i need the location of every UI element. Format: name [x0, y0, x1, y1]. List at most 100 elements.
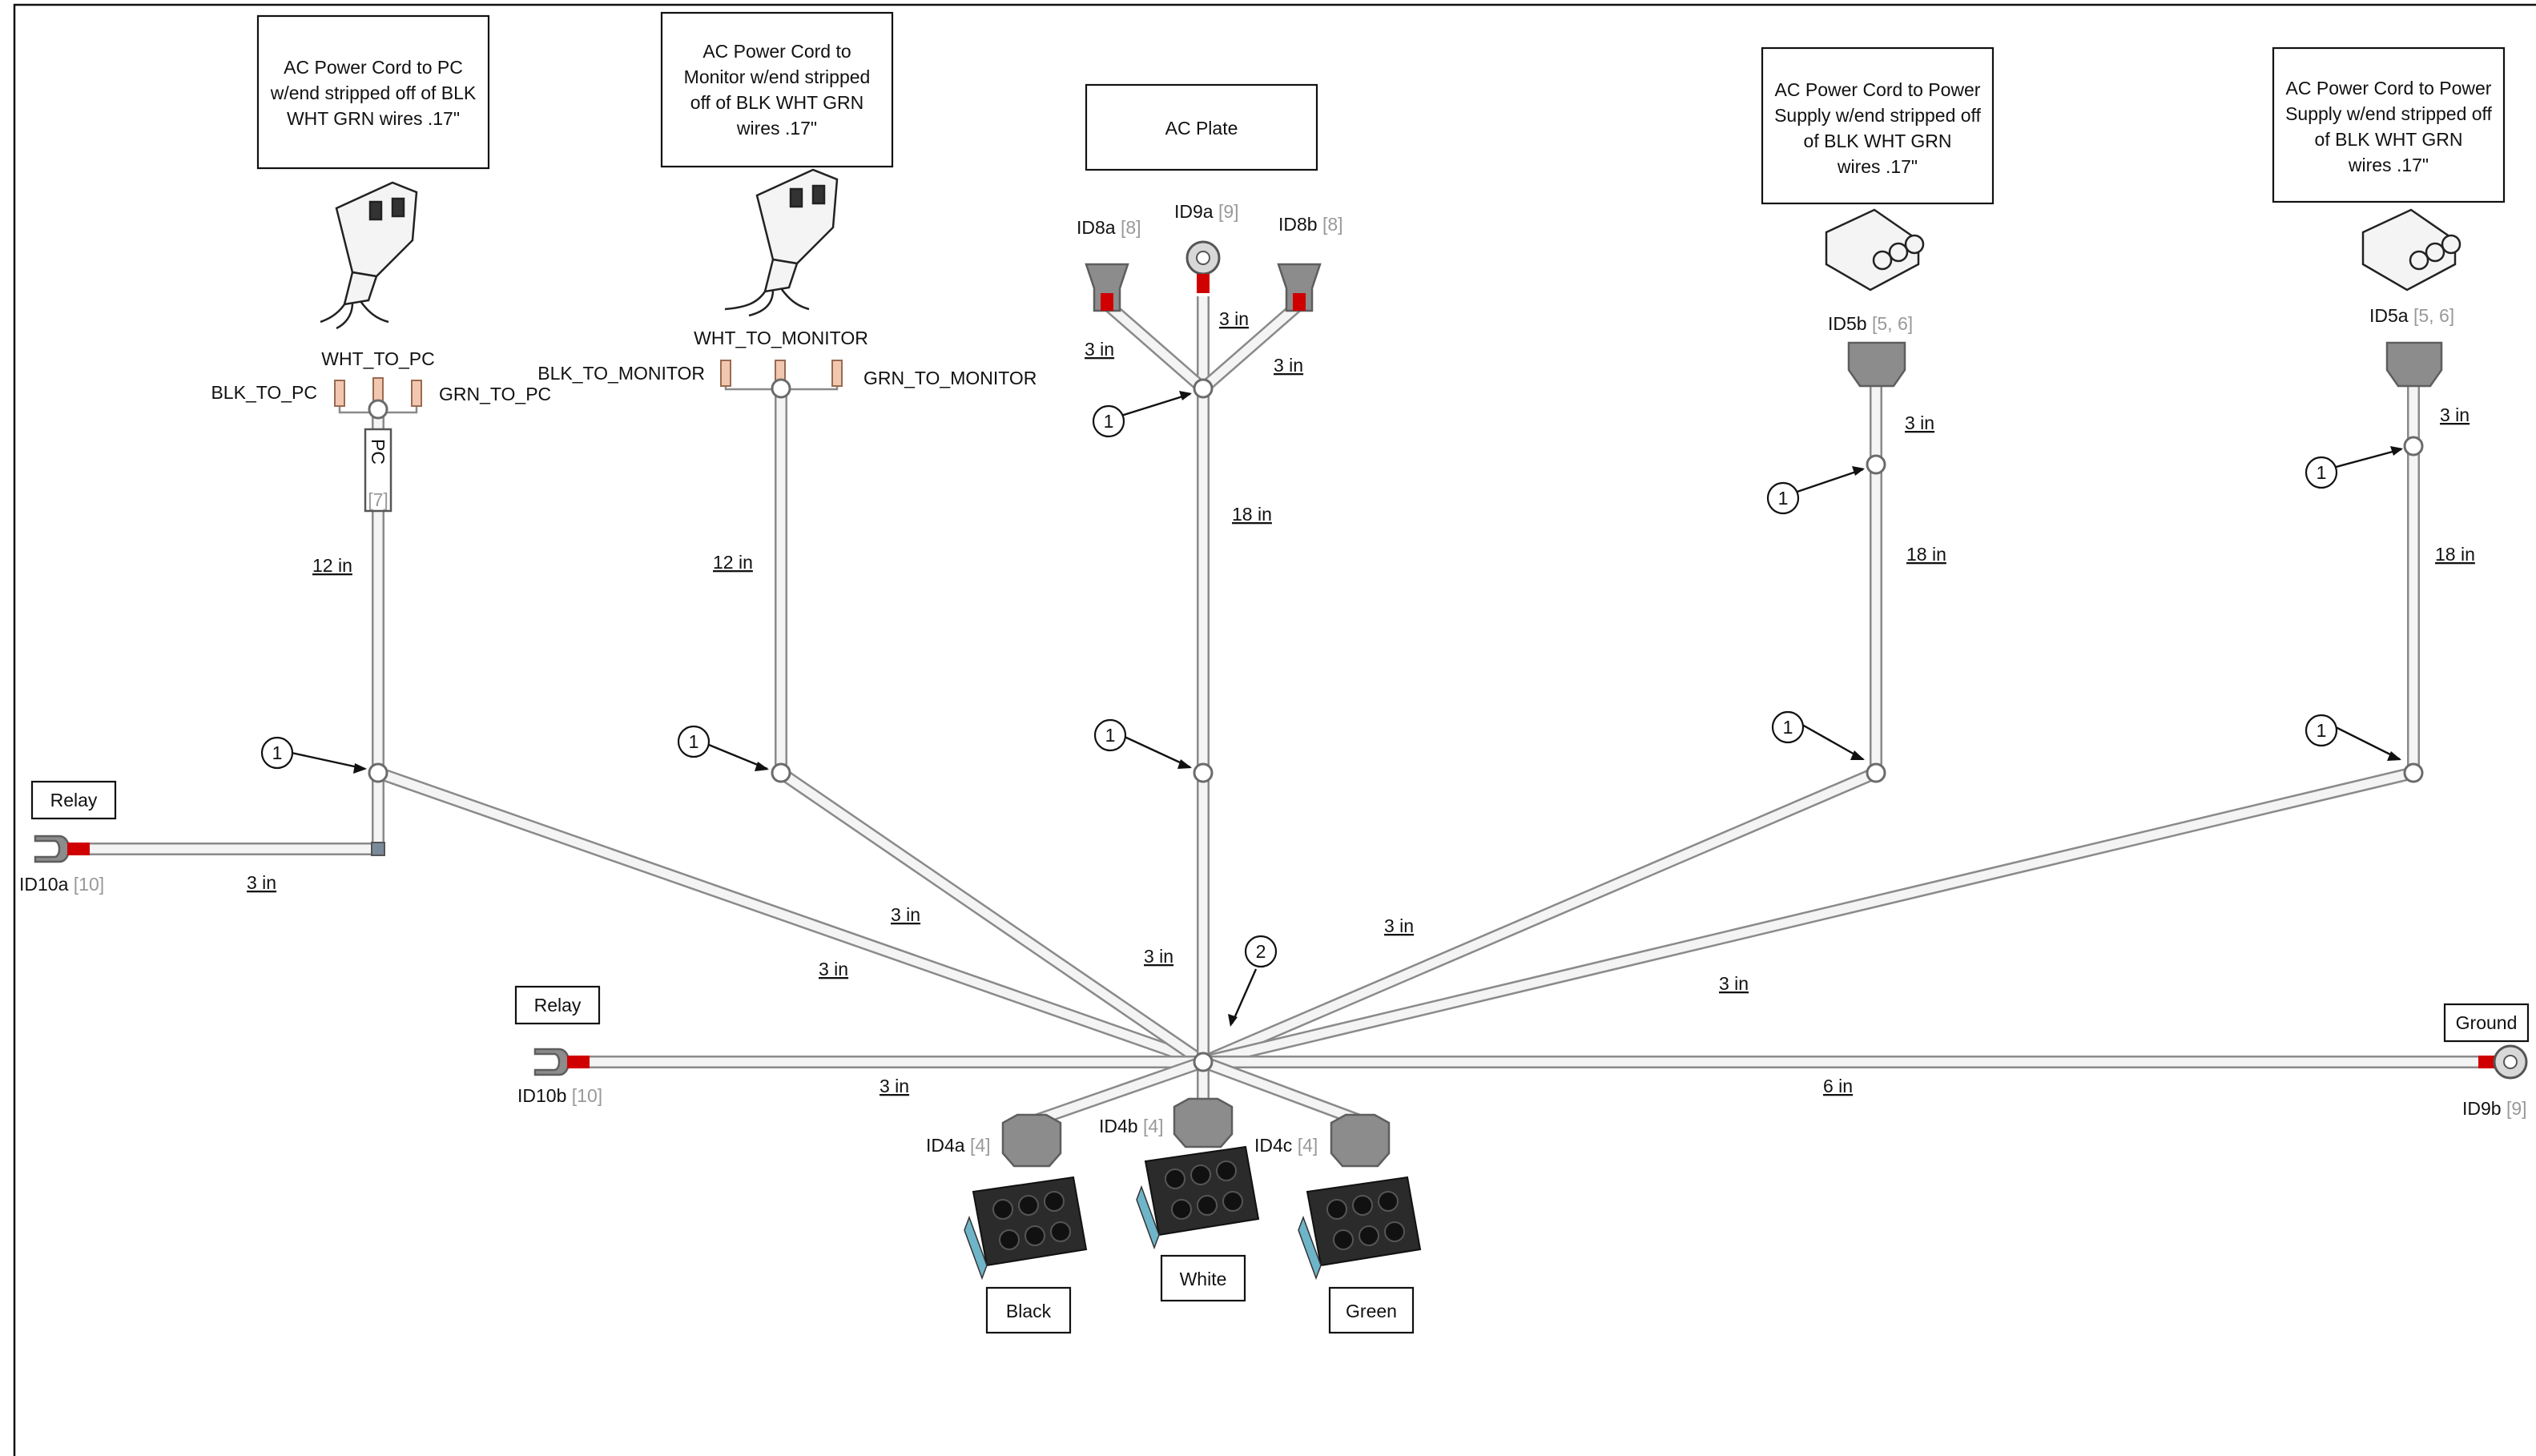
- green-wire-connector-icon: [1298, 1176, 1422, 1281]
- pc-sleeve-label: PC: [368, 439, 388, 465]
- svg-text:wires .17": wires .17": [736, 118, 817, 139]
- relay-b-label: Relay: [514, 985, 601, 1025]
- svg-text:12 in: 12 in: [312, 555, 352, 576]
- svg-text:6 in: 6 in: [1823, 1076, 1853, 1096]
- svg-text:of BLK WHT GRN: of BLK WHT GRN: [1804, 131, 1952, 151]
- svg-text:18 in: 18 in: [2435, 544, 2475, 565]
- balloon-1-plate: 1: [1093, 718, 1127, 752]
- psu-connector-a-icon: [2361, 208, 2462, 292]
- blk-to-pc-label: BLK_TO_PC: [211, 382, 317, 403]
- wht-to-pc-label: WHT_TO_PC: [321, 348, 434, 369]
- balloon-1-id5b-top: 1: [1766, 481, 1800, 515]
- note-psu-cord-b: AC Power Cord to Power Supply w/end stri…: [1761, 46, 1995, 205]
- id9a-terminal-icon: [1185, 240, 1221, 293]
- svg-text:1: 1: [2317, 462, 2327, 483]
- svg-text:WHT GRN wires .17": WHT GRN wires .17": [287, 108, 460, 129]
- svg-text:18 in: 18 in: [1906, 544, 1946, 565]
- svg-text:3 in: 3 in: [891, 904, 920, 925]
- svg-text:Ground: Ground: [2456, 1012, 2518, 1033]
- svg-text:off of BLK WHT GRN: off of BLK WHT GRN: [690, 92, 863, 113]
- balloon-2-hub: 2: [1244, 935, 1278, 968]
- id5b-boot-icon: [1847, 341, 1906, 388]
- svg-text:w/end stripped off of BLK: w/end stripped off of BLK: [270, 82, 477, 103]
- id4b-label: ID4b [4]: [1099, 1116, 1164, 1136]
- ground-label: Ground: [2443, 1003, 2530, 1043]
- svg-text:1: 1: [1778, 488, 1789, 509]
- splice-nodes: [368, 378, 2424, 1072]
- svg-text:3 in: 3 in: [1219, 308, 1249, 329]
- balloon-1-id5b: 1: [1771, 710, 1805, 744]
- black-label: Black: [985, 1286, 1072, 1334]
- relay-a-label: Relay: [30, 780, 117, 820]
- svg-text:AC Power Cord to Power: AC Power Cord to Power: [1775, 79, 1981, 100]
- svg-text:3 in: 3 in: [1384, 915, 1414, 936]
- id9b-label: ID9b [9]: [2462, 1098, 2527, 1119]
- svg-text:1: 1: [1104, 411, 1114, 432]
- id5a-boot-icon: [2385, 341, 2443, 388]
- svg-text:1: 1: [272, 742, 283, 763]
- green-label: Green: [1328, 1286, 1415, 1334]
- svg-text:3 in: 3 in: [1274, 355, 1303, 376]
- splice-callouts: [291, 391, 2403, 1027]
- id4a-label: ID4a [4]: [926, 1135, 991, 1156]
- note-psu-cord-a: AC Power Cord to Power Supply w/end stri…: [2272, 46, 2506, 203]
- svg-text:3 in: 3 in: [1144, 946, 1173, 967]
- svg-text:Supply w/end stripped off: Supply w/end stripped off: [2285, 103, 2492, 124]
- id4c-label: ID4c [4]: [1254, 1135, 1318, 1156]
- wht-to-monitor-label: WHT_TO_MONITOR: [694, 328, 868, 348]
- svg-text:wires .17": wires .17": [2348, 155, 2429, 175]
- note-monitor-cord: AC Power Cord to Monitor w/end stripped …: [660, 11, 894, 168]
- id4a-boot-icon: [1001, 1113, 1062, 1168]
- svg-text:Green: Green: [1346, 1301, 1397, 1321]
- white-label: White: [1160, 1254, 1246, 1302]
- id5b-label: ID5b [5, 6]: [1828, 313, 1913, 334]
- blk-to-monitor-label: BLK_TO_MONITOR: [537, 363, 705, 384]
- svg-text:AC Power Cord to PC: AC Power Cord to PC: [284, 57, 463, 78]
- id8b-terminal-icon: [1277, 263, 1322, 312]
- svg-text:wires .17": wires .17": [1837, 156, 1918, 177]
- id8a-label: ID8a [8]: [1077, 217, 1141, 238]
- svg-text:AC Power Cord to: AC Power Cord to: [702, 41, 851, 62]
- svg-text:of BLK WHT GRN: of BLK WHT GRN: [2315, 129, 2463, 150]
- svg-text:2: 2: [1256, 941, 1266, 962]
- svg-text:AC Power Cord to Power: AC Power Cord to Power: [2286, 78, 2492, 99]
- monitor-power-plug-icon: [724, 168, 839, 317]
- svg-text:Black: Black: [1006, 1301, 1052, 1321]
- svg-text:3 in: 3 in: [819, 959, 848, 979]
- svg-text:Supply w/end stripped off: Supply w/end stripped off: [1774, 105, 1981, 126]
- psu-connector-b-icon: [1825, 208, 1925, 292]
- svg-text:3 in: 3 in: [880, 1076, 909, 1096]
- svg-text:1: 1: [689, 731, 699, 752]
- svg-text:Monitor w/end stripped: Monitor w/end stripped: [684, 66, 871, 87]
- svg-text:3 in: 3 in: [1719, 973, 1749, 994]
- svg-text:1: 1: [1105, 725, 1116, 746]
- grn-to-monitor-label: GRN_TO_MONITOR: [863, 368, 1037, 388]
- balloon-1-id5a: 1: [2305, 714, 2338, 747]
- wire-bundles: [76, 296, 2487, 1128]
- note-ac-plate: AC Plate: [1085, 83, 1318, 171]
- id10b-label: ID10b [10]: [517, 1085, 602, 1106]
- svg-text:18 in: 18 in: [1232, 504, 1272, 525]
- id10b-terminal-icon: [533, 1048, 590, 1076]
- svg-text:Relay: Relay: [50, 790, 98, 810]
- id10a-terminal-icon: [34, 835, 90, 863]
- svg-text:12 in: 12 in: [713, 552, 753, 573]
- svg-text:3 in: 3 in: [247, 872, 276, 893]
- svg-text:3 in: 3 in: [1905, 412, 1934, 433]
- drawing-frame: [13, 3, 2536, 1456]
- balloon-1-monitor: 1: [677, 725, 710, 758]
- pc-sleeve-ref: [7]: [368, 489, 388, 510]
- svg-text:Relay: Relay: [534, 995, 582, 1016]
- svg-text:AC Plate: AC Plate: [1165, 118, 1238, 139]
- grn-to-pc-label: GRN_TO_PC: [439, 384, 551, 404]
- svg-text:3 in: 3 in: [1085, 339, 1114, 360]
- id5a-label: ID5a [5, 6]: [2369, 305, 2454, 326]
- id8a-terminal-icon: [1085, 263, 1129, 312]
- black-wire-connector-icon: [964, 1176, 1088, 1281]
- id10a-label: ID10a [10]: [19, 874, 104, 895]
- svg-text:1: 1: [1783, 717, 1793, 738]
- balloon-1-pc: 1: [260, 736, 294, 770]
- length-labels: 12 in 3 in 3 in 12 in 3 in 18 in 3 in 3 …: [247, 308, 2475, 1096]
- svg-text:White: White: [1180, 1269, 1227, 1289]
